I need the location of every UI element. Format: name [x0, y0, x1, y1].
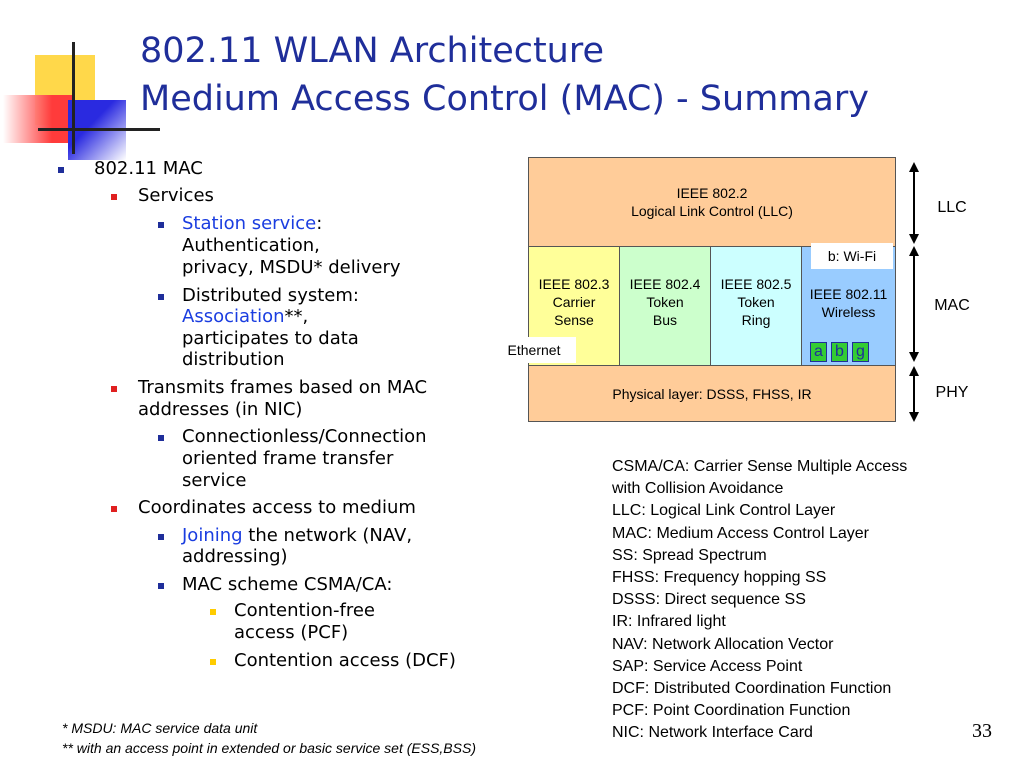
station-service-term: Station service	[182, 213, 317, 234]
bullet-802-11-mac: 802.11 MAC	[94, 158, 203, 179]
variant-b-box: b	[831, 342, 848, 362]
wifi-label: b: Wi-Fi	[811, 243, 893, 269]
ieee-802-5-line2: Token	[737, 294, 775, 310]
ieee-802-3-title: IEEE 802.3	[538, 276, 610, 292]
definition-line: LLC: Logical Link Control Layer	[612, 502, 836, 520]
bullet-contention-access: Contention access (DCF)	[234, 650, 456, 671]
side-label-phy: PHY	[935, 384, 969, 401]
ieee-802-4-line3: Bus	[652, 312, 678, 328]
ieee-802-4-line2: Token	[646, 294, 684, 310]
bullet-station-service-line3: privacy, MSDU* delivery	[182, 257, 401, 278]
ieee-802-11-title: IEEE 802.11	[809, 286, 888, 302]
bullet-marker-icon	[210, 659, 216, 665]
side-label-mac: MAC	[934, 297, 970, 314]
abbreviation-definitions: CSMA/CA: Carrier Sense Multiple Access w…	[612, 456, 907, 744]
bullet-station-service: Station service:	[182, 213, 322, 235]
page-number: 33	[972, 720, 992, 742]
bullet-distributed-system-line4: distribution	[182, 349, 285, 370]
variant-g-box: g	[852, 342, 869, 362]
bullet-marker-icon	[158, 583, 164, 589]
definition-line: NIC: Network Interface Card	[612, 724, 813, 742]
definition-line: NAV: Network Allocation Vector	[612, 635, 834, 653]
definition-line: SS: Spread Spectrum	[612, 546, 767, 564]
footnote-msdu: * MSDU: MAC service data unit	[62, 720, 258, 736]
bullet-connectionless: Connectionless/Connection	[182, 426, 427, 447]
bullet-marker-icon	[158, 435, 164, 441]
side-label-llc: LLC	[937, 199, 967, 216]
llc-arrow-icon	[909, 162, 919, 244]
definition-line: PCF: Point Coordination Function	[612, 702, 851, 720]
bullet-marker-icon	[210, 609, 216, 615]
bullet-contention-free: Contention-free	[234, 600, 375, 621]
mac-arrow-icon	[909, 246, 919, 362]
phy-arrow-icon	[909, 366, 919, 422]
decorative-square-red	[3, 95, 73, 143]
bullet-marker-icon	[111, 506, 117, 512]
association-term: Association	[182, 306, 285, 327]
footnote-access-point: ** with an access point in extended or b…	[62, 740, 476, 756]
physical-layer-label: Physical layer: DSSS, FHSS, IR	[612, 385, 812, 402]
ieee-802-3-line2: Carrier	[552, 294, 596, 310]
bullet-joining-line2: addressing)	[182, 546, 288, 567]
bullet-connectionless-line2: oriented frame transfer	[182, 448, 394, 469]
bullet-transmits-line2: addresses (in NIC)	[138, 399, 303, 420]
ieee-802-4-title: IEEE 802.4	[629, 276, 701, 292]
bullet-marker-icon	[58, 167, 64, 173]
bullet-marker-icon	[158, 534, 164, 540]
association-suffix: **,	[284, 306, 309, 327]
bullet-mac-scheme: MAC scheme CSMA/CA:	[182, 574, 393, 595]
definition-line: FHSS: Frequency hopping SS	[612, 568, 827, 586]
bullet-marker-icon	[158, 294, 164, 300]
ethernet-label: Ethernet	[492, 337, 576, 363]
bullet-marker-icon	[158, 222, 164, 228]
bullet-transmits: Transmits frames based on MAC	[138, 377, 428, 398]
station-service-colon: :	[316, 213, 323, 234]
ieee-802-5-line3: Ring	[741, 312, 771, 328]
ieee-802-11-line2: Wireless	[821, 304, 876, 320]
definition-line: MAC: Medium Access Control Layer	[612, 524, 869, 542]
bullet-joining: Joining the network (NAV,	[182, 525, 412, 547]
joining-rest: the network (NAV,	[242, 525, 413, 546]
bullet-distributed-system: Distributed system:	[182, 285, 359, 306]
bullet-station-service-line2: Authentication,	[182, 235, 320, 256]
definition-line: CSMA/CA: Carrier Sense Multiple Access	[612, 458, 908, 475]
definition-line: DSSS: Direct sequence SS	[612, 591, 806, 609]
llc-title: IEEE 802.2	[676, 185, 748, 201]
joining-term: Joining	[182, 525, 243, 546]
bullet-marker-icon	[111, 386, 117, 392]
slide-title-line2: Medium Access Control (MAC) - Summary	[140, 79, 869, 119]
bullet-distributed-system-line3: participates to data	[182, 328, 359, 349]
variant-a-box: a	[810, 342, 827, 362]
decorative-line-horizontal	[38, 128, 160, 131]
definition-line: IR: Infrared light	[612, 613, 726, 631]
layer-arrows	[909, 162, 919, 422]
definition-line: DCF: Distributed Coordination Function	[612, 679, 892, 697]
decorative-line-vertical	[72, 42, 75, 154]
bullet-services: Services	[138, 185, 214, 206]
bullet-contention-free-line2: access (PCF)	[234, 622, 349, 643]
bullet-marker-icon	[111, 194, 117, 200]
physical-layer-box: Physical layer: DSSS, FHSS, IR	[528, 365, 896, 422]
bullet-connectionless-line3: service	[182, 470, 247, 491]
bullet-distributed-system-line2: Association**,	[182, 306, 308, 328]
ieee-802-3-line3: Sense	[554, 312, 594, 328]
definition-line: with Collision Avoidance	[612, 480, 784, 498]
definition-line: SAP: Service Access Point	[612, 657, 803, 675]
bullet-coordinates: Coordinates access to medium	[138, 497, 416, 518]
slide-title-line1: 802.11 WLAN Architecture	[140, 31, 605, 71]
llc-subtitle: Logical Link Control (LLC)	[631, 203, 793, 219]
ieee-802-5-title: IEEE 802.5	[720, 276, 792, 292]
